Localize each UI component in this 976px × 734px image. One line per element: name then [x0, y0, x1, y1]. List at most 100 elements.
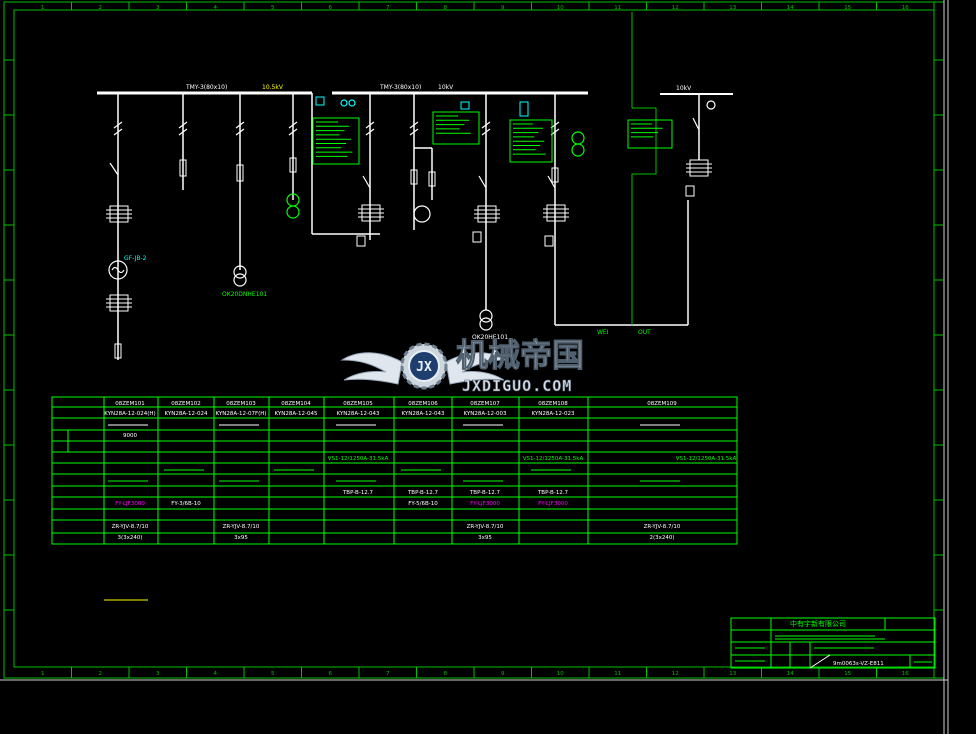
ruler-top-number: 15 [844, 5, 851, 11]
ruler-bottom-number: 16 [902, 671, 909, 677]
ruler-top-number: 4 [214, 5, 218, 11]
transformer-mid-label: OK20HE101 [472, 334, 508, 341]
transformer-left-b [233, 273, 247, 287]
ruler-bottom-number: 13 [729, 671, 736, 677]
busbar-left-label: TMY-3(80x10) [185, 84, 227, 91]
table-cell-model: KYN28A-12-043 [402, 411, 445, 417]
transformer-left-label: OK20DNHE101 [222, 291, 267, 298]
table-cell-code: 08ZEM108 [538, 401, 568, 407]
ruler-top-number: 8 [444, 5, 448, 11]
table-cell-cable-size: 3x95 [234, 535, 248, 541]
ruler-top-number: 16 [902, 5, 909, 11]
table-cell-cable-size: 3(3x240) [117, 535, 142, 541]
watermark: JX 机械帝国 JXDIGUO.COM [340, 336, 585, 395]
table-cell-cable: ZR-YJV-8.7/10 [644, 524, 681, 530]
ruler-top-number: 5 [271, 5, 275, 11]
table-cell-device: FY-LJF3000 [115, 501, 145, 507]
table-cell-breaker: VS1-12/1250A-31.5kA [523, 456, 584, 462]
ct-groups [106, 159, 712, 312]
table-cell-device: FY-3/6B-10 [171, 501, 201, 507]
table-cell-breaker: VS1-12/1250A-31.5kA [328, 456, 389, 462]
table-cell-breaker: VS1-12/1250A-31.5kA [676, 456, 737, 462]
table-cell-model: KYN28A-12-043 [337, 411, 380, 417]
title-block-drawing-no: 9m0063s-VZ-E811 [833, 661, 884, 667]
ruler-top-number: 10 [557, 5, 564, 11]
busbar-right-label: 10kV [676, 85, 692, 92]
table-cell-code: 08ZEM109 [647, 401, 677, 407]
ruler-top-number: 7 [386, 5, 390, 11]
table-cell-device: FY-5/6B-10 [408, 501, 438, 507]
busbar-mid-label: TMY-3(80x10) [379, 84, 421, 91]
table-cell-code: 08ZEM104 [281, 401, 311, 407]
ruler-bottom-number: 5 [271, 671, 275, 677]
table-cell-rating: 9000 [123, 433, 137, 439]
table-cell-model: KYN28A-12-023 [532, 411, 575, 417]
ruler-top-number: 9 [501, 5, 505, 11]
table-cell-model: KYN28A-12-024 [165, 411, 208, 417]
ruler-bottom-number: 8 [444, 671, 448, 677]
section-divider [631, 12, 657, 325]
ruler-top-number: 11 [614, 5, 621, 11]
transformer-mid-b [479, 317, 493, 331]
table-cell-arrester: TBP-B-12.7 [342, 490, 374, 496]
ruler-bottom-number: 2 [99, 671, 103, 677]
ruler-bottom-number: 9 [501, 671, 505, 677]
table-cell-device: FY-LJF3000 [470, 501, 500, 507]
annotation-text-lines [316, 115, 663, 157]
table-cell-device: FY-LJF3000 [538, 501, 568, 507]
machine-symbols [108, 99, 716, 331]
generator-symbol [108, 260, 128, 280]
table-cell-cable-size: 2(3x240) [649, 535, 674, 541]
ruler-sides [4, 59, 944, 611]
table-cell-code: 08ZEM102 [171, 401, 201, 407]
busbar-labels: TMY-3(80x10) 10.5kV TMY-3(80x10) 10kV 10… [124, 84, 692, 341]
ruler-bottom-number: 3 [156, 671, 160, 677]
title-block-company: 中有宇新有限公司 [790, 619, 846, 628]
table-cell-code: 08ZEM103 [226, 401, 256, 407]
fuse-symbols [114, 157, 695, 359]
ruler-top-number: 12 [672, 5, 679, 11]
watermark-emblem: JX [416, 360, 432, 375]
table-cell-code: 08ZEM105 [343, 401, 373, 407]
transformer-left-a [233, 265, 247, 279]
ruler-bottom-number: 4 [214, 671, 218, 677]
busbar-left-note: 10.5kV [262, 84, 284, 91]
ruler-bottom-number: 10 [557, 671, 564, 677]
table-cell-arrester: TBP-B-12.7 [407, 490, 439, 496]
annotation-boxes [312, 96, 673, 165]
ruler-top-number: 2 [99, 5, 103, 11]
table-cell-code: 08ZEM101 [115, 401, 145, 407]
table-cell-model: KYN28A-12-003 [464, 411, 507, 417]
ruler-bottom-number: 12 [672, 671, 679, 677]
table-cell-code: 08ZEM107 [470, 401, 500, 407]
bottom-note-left: WEI [597, 329, 609, 336]
table-cell-arrester: TBP-B-12.7 [537, 490, 569, 496]
bottom-note-right: OUT [638, 329, 651, 336]
table-cell-model: KYN28A-12-024(H) [104, 411, 155, 417]
table-cell-cable-size: 3x95 [478, 535, 492, 541]
table-cell-cable: ZR-YJV-8.7/10 [112, 524, 149, 530]
ruler-top-number: 14 [787, 5, 794, 11]
busbar-mid-note: 10kV [438, 84, 454, 91]
ruler-bottom-number: 15 [844, 671, 851, 677]
ruler-bottom-number: 14 [787, 671, 794, 677]
table-cell-code: 08ZEM106 [408, 401, 438, 407]
title-block [730, 617, 936, 669]
ruler-bottom-number: 1 [41, 671, 45, 677]
title-block-text: 中有宇新有限公司 9m0063s-VZ-E811 [790, 619, 884, 667]
table-cell-model: KYN28A-12-07F(H) [215, 411, 266, 417]
ruler-top-number: 3 [156, 5, 160, 11]
ruler-top-number: 1 [41, 5, 45, 11]
ruler-top-number: 13 [729, 5, 736, 11]
table-cell-cable: ZR-YJV-8.7/10 [223, 524, 260, 530]
ruler-bottom-number: 6 [329, 671, 333, 677]
title-block-scribbles [735, 635, 932, 663]
table-cell-model: KYN28A-12-045 [275, 411, 318, 417]
watermark-en: JXDIGUO.COM [462, 377, 572, 395]
breaker-symbols [109, 117, 700, 189]
ruler-bottom-number: 7 [386, 671, 390, 677]
